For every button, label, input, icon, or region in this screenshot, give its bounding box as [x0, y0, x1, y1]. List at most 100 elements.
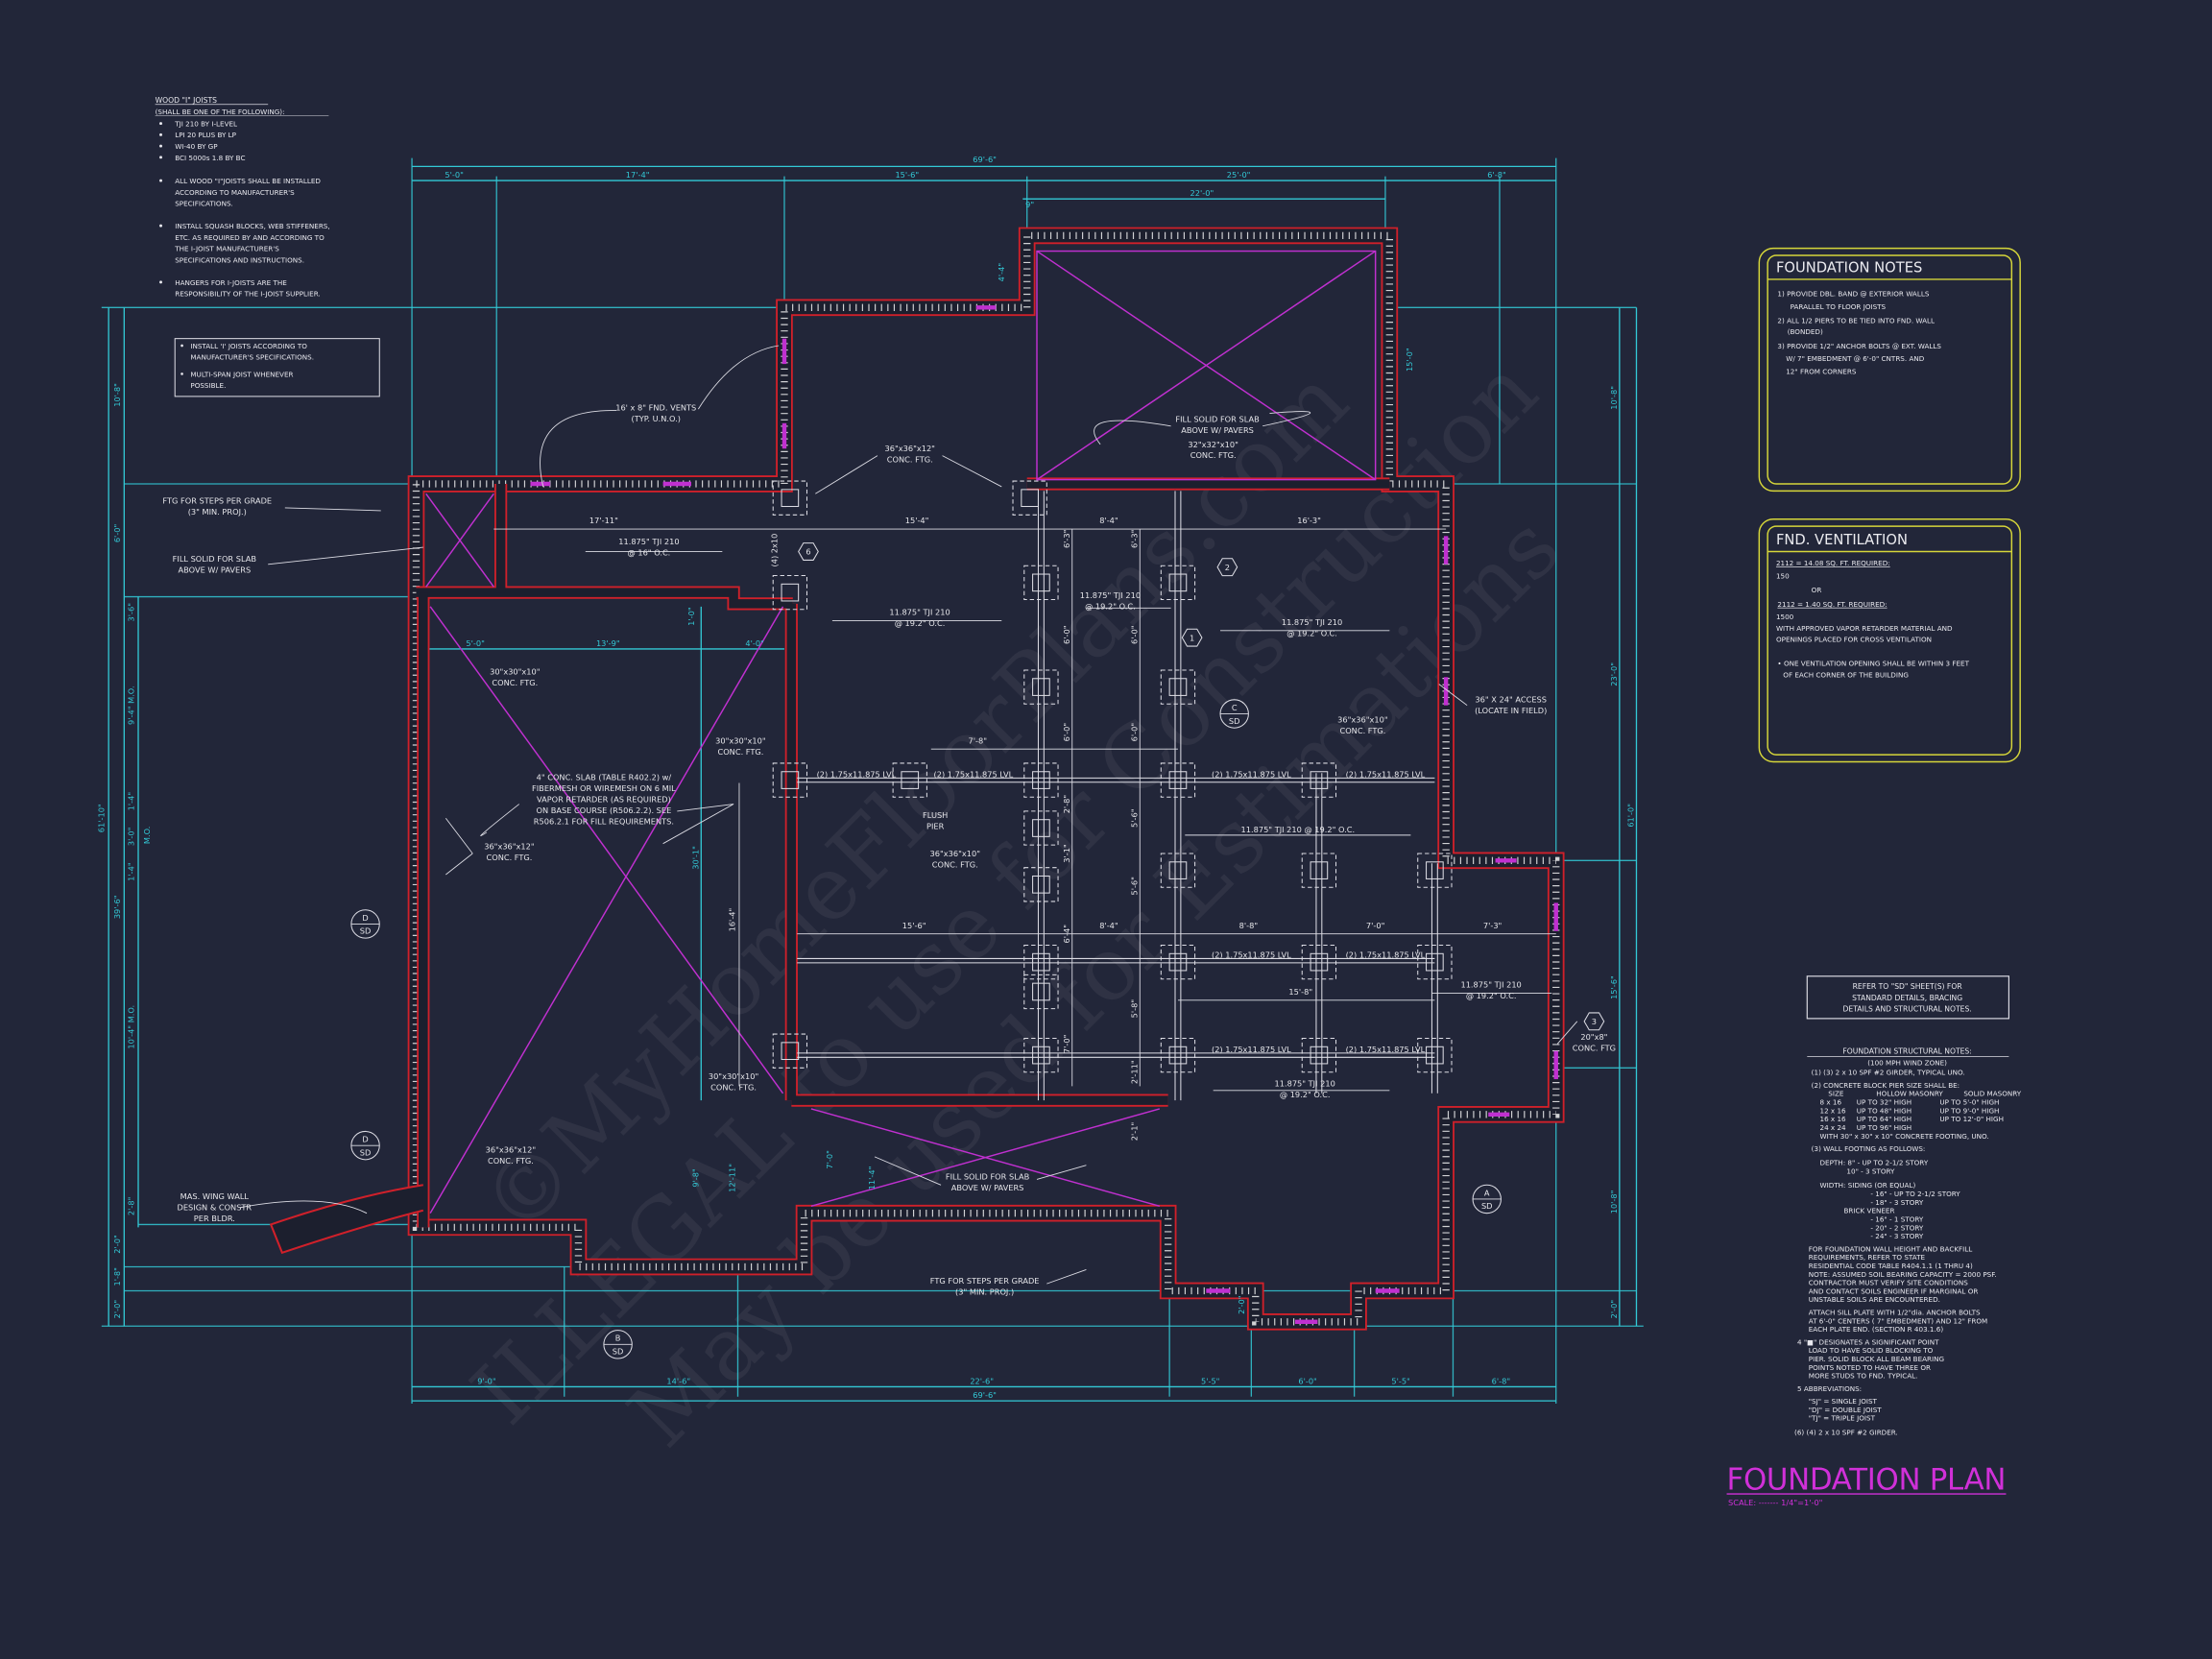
structural-note-line: CONTRACTOR MUST VERIFY SITE CONDITIONS: [1809, 1279, 1969, 1287]
install-note-line: MANUFACTURER'S SPECIFICATIONS.: [190, 353, 314, 362]
structural-note-line: (3) WALL FOOTING AS FOLLOWS:: [1812, 1144, 1926, 1153]
hex-tag-number: 3: [1592, 1017, 1597, 1026]
callout-text: (3" MIN. PROJ.): [955, 1287, 1014, 1297]
callout-text: CONC. FTG.: [488, 1156, 534, 1166]
pier: [1310, 861, 1329, 879]
lvl-beam-label: (2) 1.75x11.875 LVL: [817, 770, 897, 780]
dim-bottom-segment: 5'-5": [1201, 1376, 1219, 1385]
hex-tag: 6: [798, 542, 819, 561]
ventilation-note-line: 1500: [1776, 613, 1794, 621]
callout-text: 11.875" TJI 210: [1275, 1078, 1335, 1088]
pier: [781, 583, 800, 602]
lvl-beam-label: (2) 1.75x11.875 LVL: [1212, 770, 1291, 780]
structural-note-line: REQUIREMENTS, REFER TO STATE: [1809, 1253, 1926, 1262]
pier-footing: [1301, 944, 1337, 980]
dim-interior: 15'-6": [902, 921, 926, 930]
bullet-icon: [159, 132, 162, 136]
structural-note-line: - 18" - 3 STORY: [1870, 1198, 1923, 1207]
pier: [781, 771, 800, 789]
dim-left-segment: 2'-0": [112, 1235, 122, 1253]
callout-text: (3" MIN. PROJ.): [188, 507, 247, 517]
callout-text: 36"x36"x12": [484, 842, 534, 852]
structural-note-line: - 20" - 2 STORY: [1870, 1223, 1923, 1232]
ventilation-note-line: OPENINGS PLACED FOR CROSS VENTILATION: [1776, 636, 1932, 644]
dim-interior-cyan: 11'-4": [867, 1166, 877, 1190]
dim-beam-a: 2'-8": [1062, 795, 1071, 813]
pier: [1426, 952, 1444, 972]
joist-product: LPI 20 PLUS BY LP: [175, 131, 236, 139]
structural-note-line: (1) (3) 2 x 10 SPF #2 GIRDER, TYPICAL UN…: [1812, 1069, 1965, 1077]
structural-note-line: - 16" - UP TO 2-1/2 STORY: [1870, 1190, 1960, 1198]
pier: [1032, 1046, 1050, 1065]
callout-text: 11.875" TJI 210: [1460, 980, 1521, 990]
dim-beam-a: 6'-0": [1062, 723, 1071, 741]
structural-note-line: 5 ABBREVIATIONS:: [1797, 1384, 1862, 1393]
joist-note-line: SPECIFICATIONS AND INSTRUCTIONS.: [175, 255, 304, 264]
pier: [1032, 771, 1050, 789]
dim-interior: 7'-0": [1366, 921, 1384, 930]
callout-text: FILL SOLID FOR SLAB: [946, 1171, 1030, 1181]
pier-footing: [772, 1033, 808, 1069]
dim-left-segment: 1'-8": [112, 1267, 122, 1286]
dim-bottom-segment: 22'-6": [970, 1376, 994, 1385]
dim-top-segment: 25'-0": [1227, 170, 1251, 180]
pier: [781, 1042, 800, 1061]
structural-note-line: (2) CONCRETE BLOCK PIER SIZE SHALL BE:: [1812, 1081, 1960, 1090]
dim-right-segment: 15'-6": [1609, 975, 1619, 999]
pier: [1168, 573, 1188, 592]
section-cut-tag: ASD: [1472, 1184, 1502, 1214]
pier-footing: [1160, 762, 1196, 798]
dim-left-segment: 1'-4": [127, 862, 136, 880]
structural-note-line: NOTE: ASSUMED SOIL BEARING CAPACITY = 20…: [1809, 1270, 1997, 1279]
dim-interior-cyan: 12'-11": [728, 1164, 737, 1192]
dim-left-segment: 1'-4": [127, 792, 136, 810]
structural-note-line: UNSTABLE SOILS ARE ENCOUNTERED.: [1809, 1295, 1940, 1304]
joist-note-line: ALL WOOD "I"JOISTS SHALL BE INSTALLED: [175, 177, 321, 185]
install-note-line: INSTALL 'I' JOISTS ACCORDING TO: [190, 342, 307, 350]
callout-text: CONC. FTG.: [932, 859, 978, 869]
callout-text: ABOVE W/ PAVERS: [1181, 425, 1254, 435]
structural-note-line: POINTS NOTED TO HAVE THREE OR: [1809, 1363, 1931, 1372]
pier: [901, 771, 920, 789]
pier-footing: [1160, 944, 1196, 980]
callout-text: 11.875" TJI 210: [618, 537, 679, 546]
dim-interior: 17'-11": [589, 516, 618, 525]
joist-notes-subtitle: (SHALL BE ONE OF THE FOLLOWING):: [156, 108, 285, 116]
foundation-walls: [269, 227, 1565, 1331]
lvl-beam-label: (2) 1.75x11.875 LVL: [1346, 1045, 1426, 1054]
hex-tag-number: 6: [805, 547, 810, 557]
pier: [1168, 861, 1188, 879]
dim-interior-cyan: 1'-0": [686, 607, 696, 625]
callout-text: 32"x32"x10": [1188, 440, 1238, 449]
callout-text: FTG FOR STEPS PER GRADE: [162, 496, 272, 506]
dim-interior: 15'-4": [905, 516, 929, 525]
lvl-beam-label: (2) 1.75x11.875 LVL: [1212, 950, 1291, 960]
callout-text: DESIGN & CONSTR: [178, 1202, 252, 1212]
callout-text: @ 19.2" O.C.: [1085, 601, 1136, 611]
plan-labels: 69'-6"5'-0"17'-4"15'-6"25'-0"6'-8"22'-0"…: [97, 155, 1636, 1400]
structural-note-line: UP TO 64" HIGH: [1857, 1115, 1911, 1123]
hex-tag: 2: [1216, 558, 1238, 577]
callout-text: @ 19.2" O.C.: [1280, 1090, 1331, 1099]
structural-note-line: AT 6'-0" CENTERS ( 7" EMBEDMENT) AND 12"…: [1809, 1316, 1988, 1325]
foundation-note-line: PARALLEL TO FLOOR JOISTS: [1791, 302, 1887, 311]
pier: [781, 489, 800, 508]
pier: [1032, 819, 1050, 837]
pier-footing: [1160, 853, 1196, 888]
pier-footing: [1023, 810, 1059, 846]
foundation-note-line: W/ 7" EMBEDMENT @ 6'-0" CNTRS. AND: [1786, 354, 1925, 363]
refer-sd-line: REFER TO "SD" SHEET(S) FOR: [1853, 982, 1963, 991]
dim-beam-a: 7'-0": [1062, 1035, 1071, 1053]
pier-footing: [1012, 480, 1047, 516]
callout-text: 11.875" TJI 210: [889, 608, 950, 617]
callout-text: ON BASE COURSE (R506.2.2). SEE: [536, 805, 671, 815]
structural-note-line: RESIDENTIAL CODE TABLE R404.1.1 (1 THRU …: [1809, 1262, 1973, 1270]
dim-interior-cyan: 9'-8": [690, 1168, 700, 1187]
drawing-scale: SCALE: ------- 1/4"=1'-0": [1728, 1498, 1822, 1507]
structural-note-line: SOLID MASONRY: [1963, 1090, 2021, 1098]
callout-text: FLUSH: [923, 810, 948, 820]
refer-sd-box: [1806, 975, 2009, 1020]
pier-footing: [1417, 1037, 1453, 1073]
dim-interior-cyan: 13'-9": [596, 638, 620, 648]
pier: [1426, 1046, 1444, 1065]
